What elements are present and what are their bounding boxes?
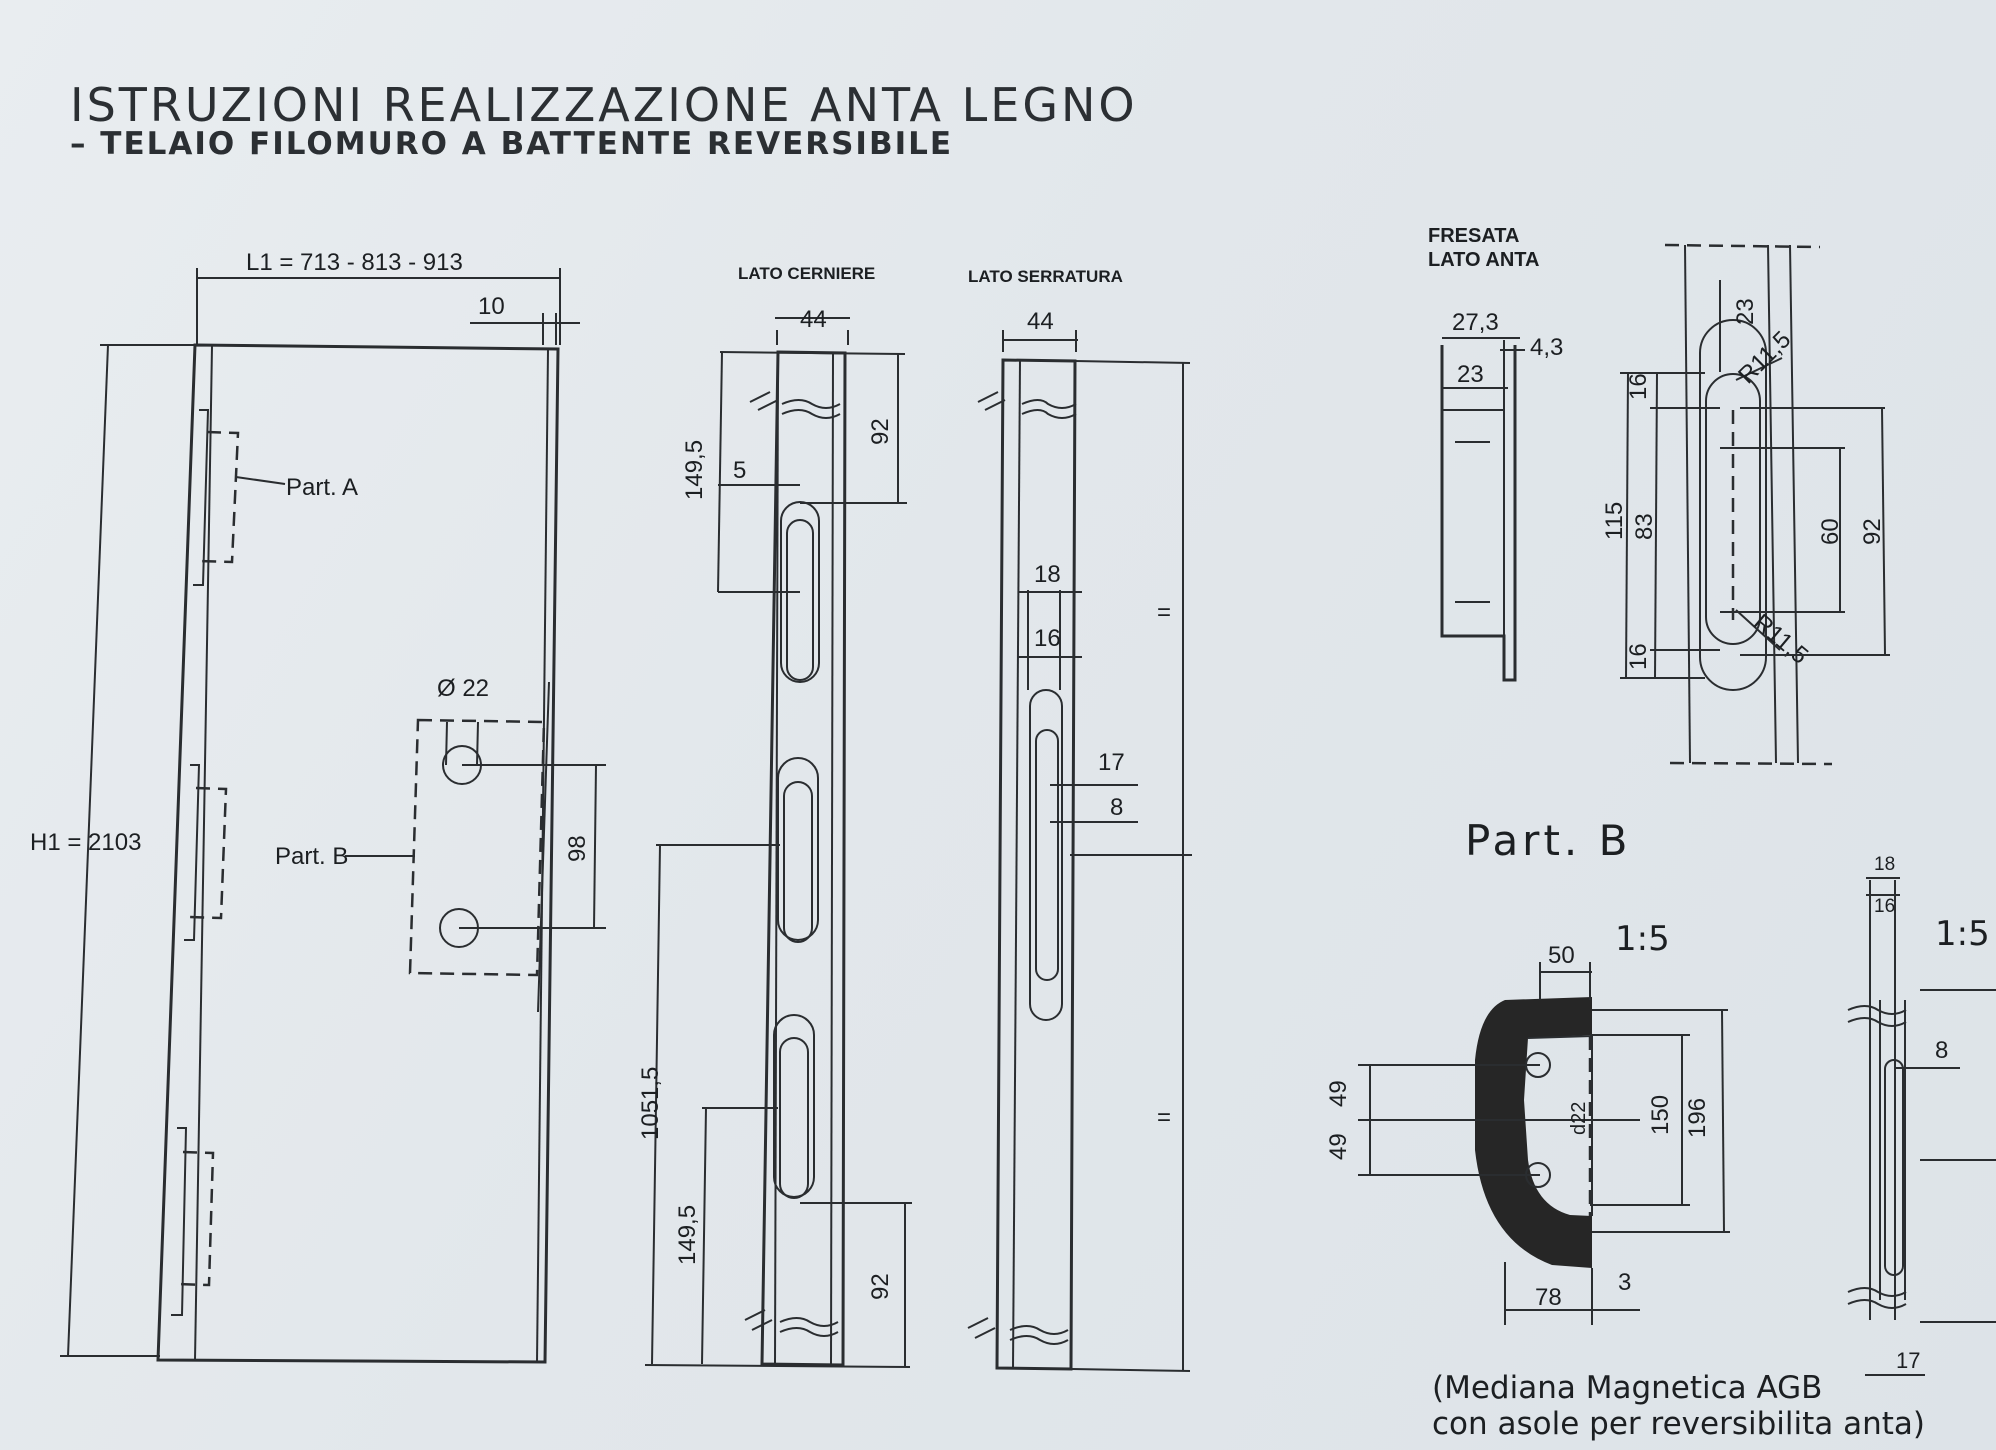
- hole-diameter-label: Ø 22: [437, 675, 489, 702]
- milling-view: FRESATA LATO ANTA 27,3 4,3 23: [1428, 225, 1563, 682]
- part-b-label: Part. B: [275, 843, 348, 870]
- partb-dim-16: 16: [1874, 896, 1895, 917]
- hdetail-dim-23: 23: [1732, 298, 1759, 325]
- lock-eq-top: =: [1157, 599, 1171, 626]
- hinge-side-label: LATO CERNIERE: [738, 264, 875, 283]
- page-title: ISTRUZIONI REALIZZAZIONE ANTA LEGNO: [70, 78, 1138, 132]
- partb-dim-49-bottom: 49: [1325, 1133, 1352, 1160]
- note-line-2: con asole per reversibilita anta): [1432, 1406, 1925, 1442]
- partb-dim-49-top: 49: [1325, 1080, 1352, 1107]
- partb-dim-17: 17: [1896, 1348, 1920, 1373]
- hdetail-dim-115: 115: [1601, 502, 1628, 540]
- lock-dim-17: 17: [1098, 749, 1125, 776]
- milling-dim-27-3: 27,3: [1452, 309, 1499, 336]
- part-b-scale-2: 1:5: [1935, 914, 1990, 954]
- hdetail-dim-16-top: 16: [1625, 373, 1652, 400]
- door-dim-10: 10: [478, 293, 505, 320]
- hdetail-r-11-5-top: R11,5: [1733, 326, 1796, 389]
- lock-dim-18: 18: [1034, 561, 1061, 588]
- hdetail-dim-60: 60: [1817, 518, 1844, 545]
- hdetail-r-11-5-bottom: R11,5: [1748, 609, 1813, 670]
- hinge-dim-149-5-top: 149,5: [681, 440, 708, 500]
- door-width-label: L1 = 713 - 813 - 913: [246, 249, 463, 276]
- hdetail-dim-83: 83: [1631, 513, 1658, 540]
- hdetail-dim-92: 92: [1859, 518, 1886, 545]
- lock-eq-bottom: =: [1157, 1104, 1171, 1131]
- part-b-detail-view: Part. B 1:5 1:5 50 49 49 d22 150: [1325, 816, 1996, 1442]
- partb-dim-50: 50: [1548, 942, 1575, 969]
- milling-dim-4-3: 4,3: [1530, 334, 1563, 361]
- partb-dim-8: 8: [1935, 1037, 1948, 1064]
- partb-dim-196: 196: [1684, 1098, 1711, 1138]
- hinge-dim-92-top: 92: [867, 418, 894, 445]
- lock-dim-8: 8: [1110, 794, 1123, 821]
- hinge-dim-1051-5: 1051,5: [637, 1067, 664, 1140]
- part-b-scale-1: 1:5: [1615, 919, 1670, 959]
- door-dim-98: 98: [564, 835, 591, 862]
- milling-label-1: FRESATA: [1428, 225, 1519, 247]
- partb-dim-18: 18: [1874, 854, 1895, 875]
- hinge-dim-149-5-bottom: 149,5: [674, 1205, 701, 1265]
- door-height-label: H1 = 2103: [30, 829, 141, 856]
- hdetail-dim-16-bottom: 16: [1625, 643, 1652, 670]
- partb-dim-3: 3: [1618, 1269, 1631, 1296]
- hinge-side-view: LATO CERNIERE 44 149,5 5: [637, 264, 912, 1368]
- milling-dim-23: 23: [1457, 361, 1484, 388]
- lock-side-label: LATO SERRATURA: [968, 267, 1123, 286]
- hinge-dim-5: 5: [733, 457, 746, 484]
- note-line-1: (Mediana Magnetica AGB: [1432, 1370, 1822, 1406]
- hinge-dim-92-bottom: 92: [867, 1273, 894, 1300]
- part-b-title: Part. B: [1465, 816, 1631, 865]
- hinge-detail-view: 23 R11,5 R11,5 115 16 83 16 60 92: [1601, 243, 1890, 766]
- page-subtitle: – TELAIO FILOMURO A BATTENTE REVERSIBILE: [70, 126, 954, 162]
- partb-dim-78: 78: [1535, 1284, 1562, 1311]
- lock-side-view: LATO SERRATURA 44 = = 18 16: [967, 267, 1192, 1372]
- door-elevation: L1 = 713 - 813 - 913 10 H1 = 2103 Part: [30, 249, 606, 1364]
- milling-label-2: LATO ANTA: [1428, 249, 1539, 271]
- partb-dim-150: 150: [1647, 1095, 1674, 1135]
- lock-dim-16: 16: [1034, 625, 1061, 652]
- partb-dim-d22: d22: [1568, 1102, 1590, 1135]
- lock-side-width: 44: [1027, 308, 1054, 335]
- part-a-label: Part. A: [286, 474, 358, 501]
- hinge-side-width: 44: [800, 306, 827, 333]
